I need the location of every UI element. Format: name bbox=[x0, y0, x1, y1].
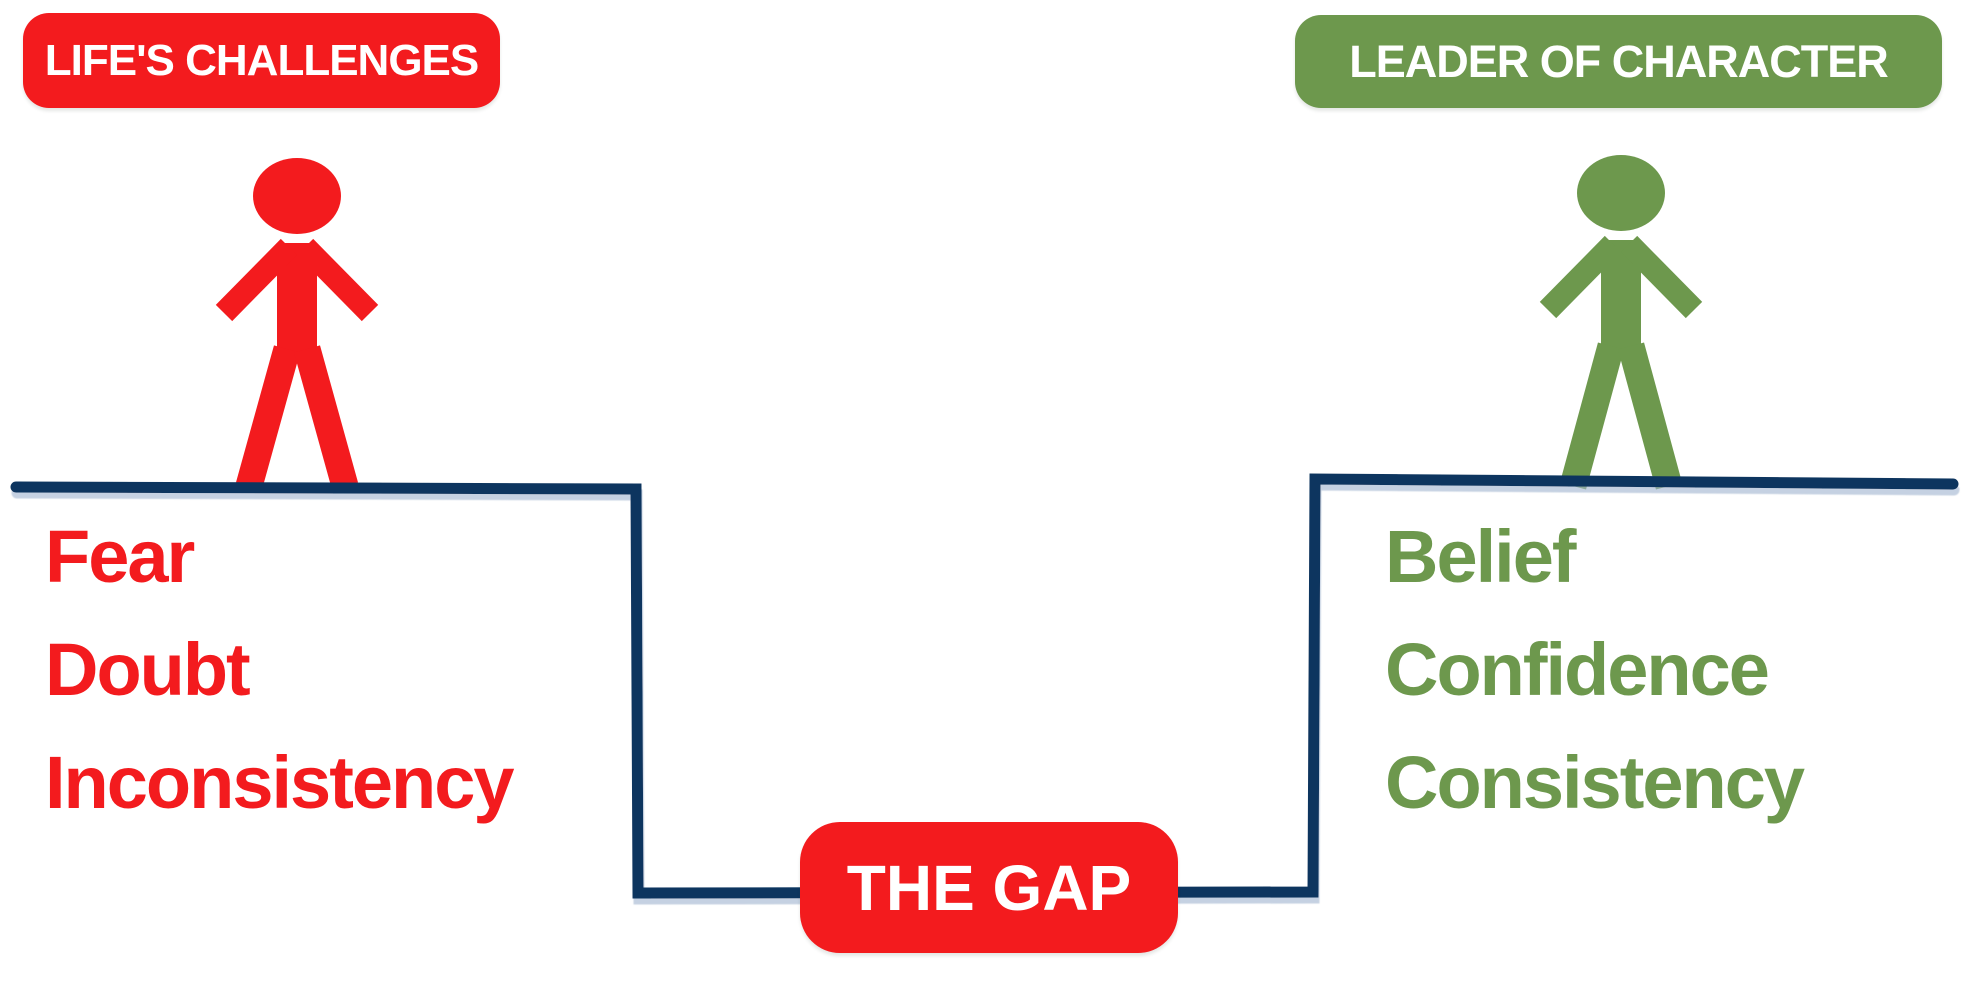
green-person-icon bbox=[1539, 155, 1703, 490]
challenge-item: Inconsistency bbox=[45, 741, 515, 824]
the-gap-badge: THE GAP bbox=[800, 822, 1178, 953]
character-traits-list: Belief Confidence Consistency bbox=[1385, 500, 1805, 839]
challenge-item: Doubt bbox=[45, 628, 251, 711]
challenges-list: Fear Doubt Inconsistency bbox=[45, 500, 515, 839]
trait-item: Confidence bbox=[1385, 628, 1770, 711]
challenge-item: Fear bbox=[45, 515, 195, 598]
trait-item: Belief bbox=[1385, 515, 1577, 598]
lifes-challenges-badge: LIFE'S CHALLENGES bbox=[23, 13, 500, 108]
red-person-icon bbox=[215, 158, 379, 490]
trait-item: Consistency bbox=[1385, 741, 1805, 824]
leader-of-character-badge: LEADER OF CHARACTER bbox=[1295, 15, 1942, 108]
